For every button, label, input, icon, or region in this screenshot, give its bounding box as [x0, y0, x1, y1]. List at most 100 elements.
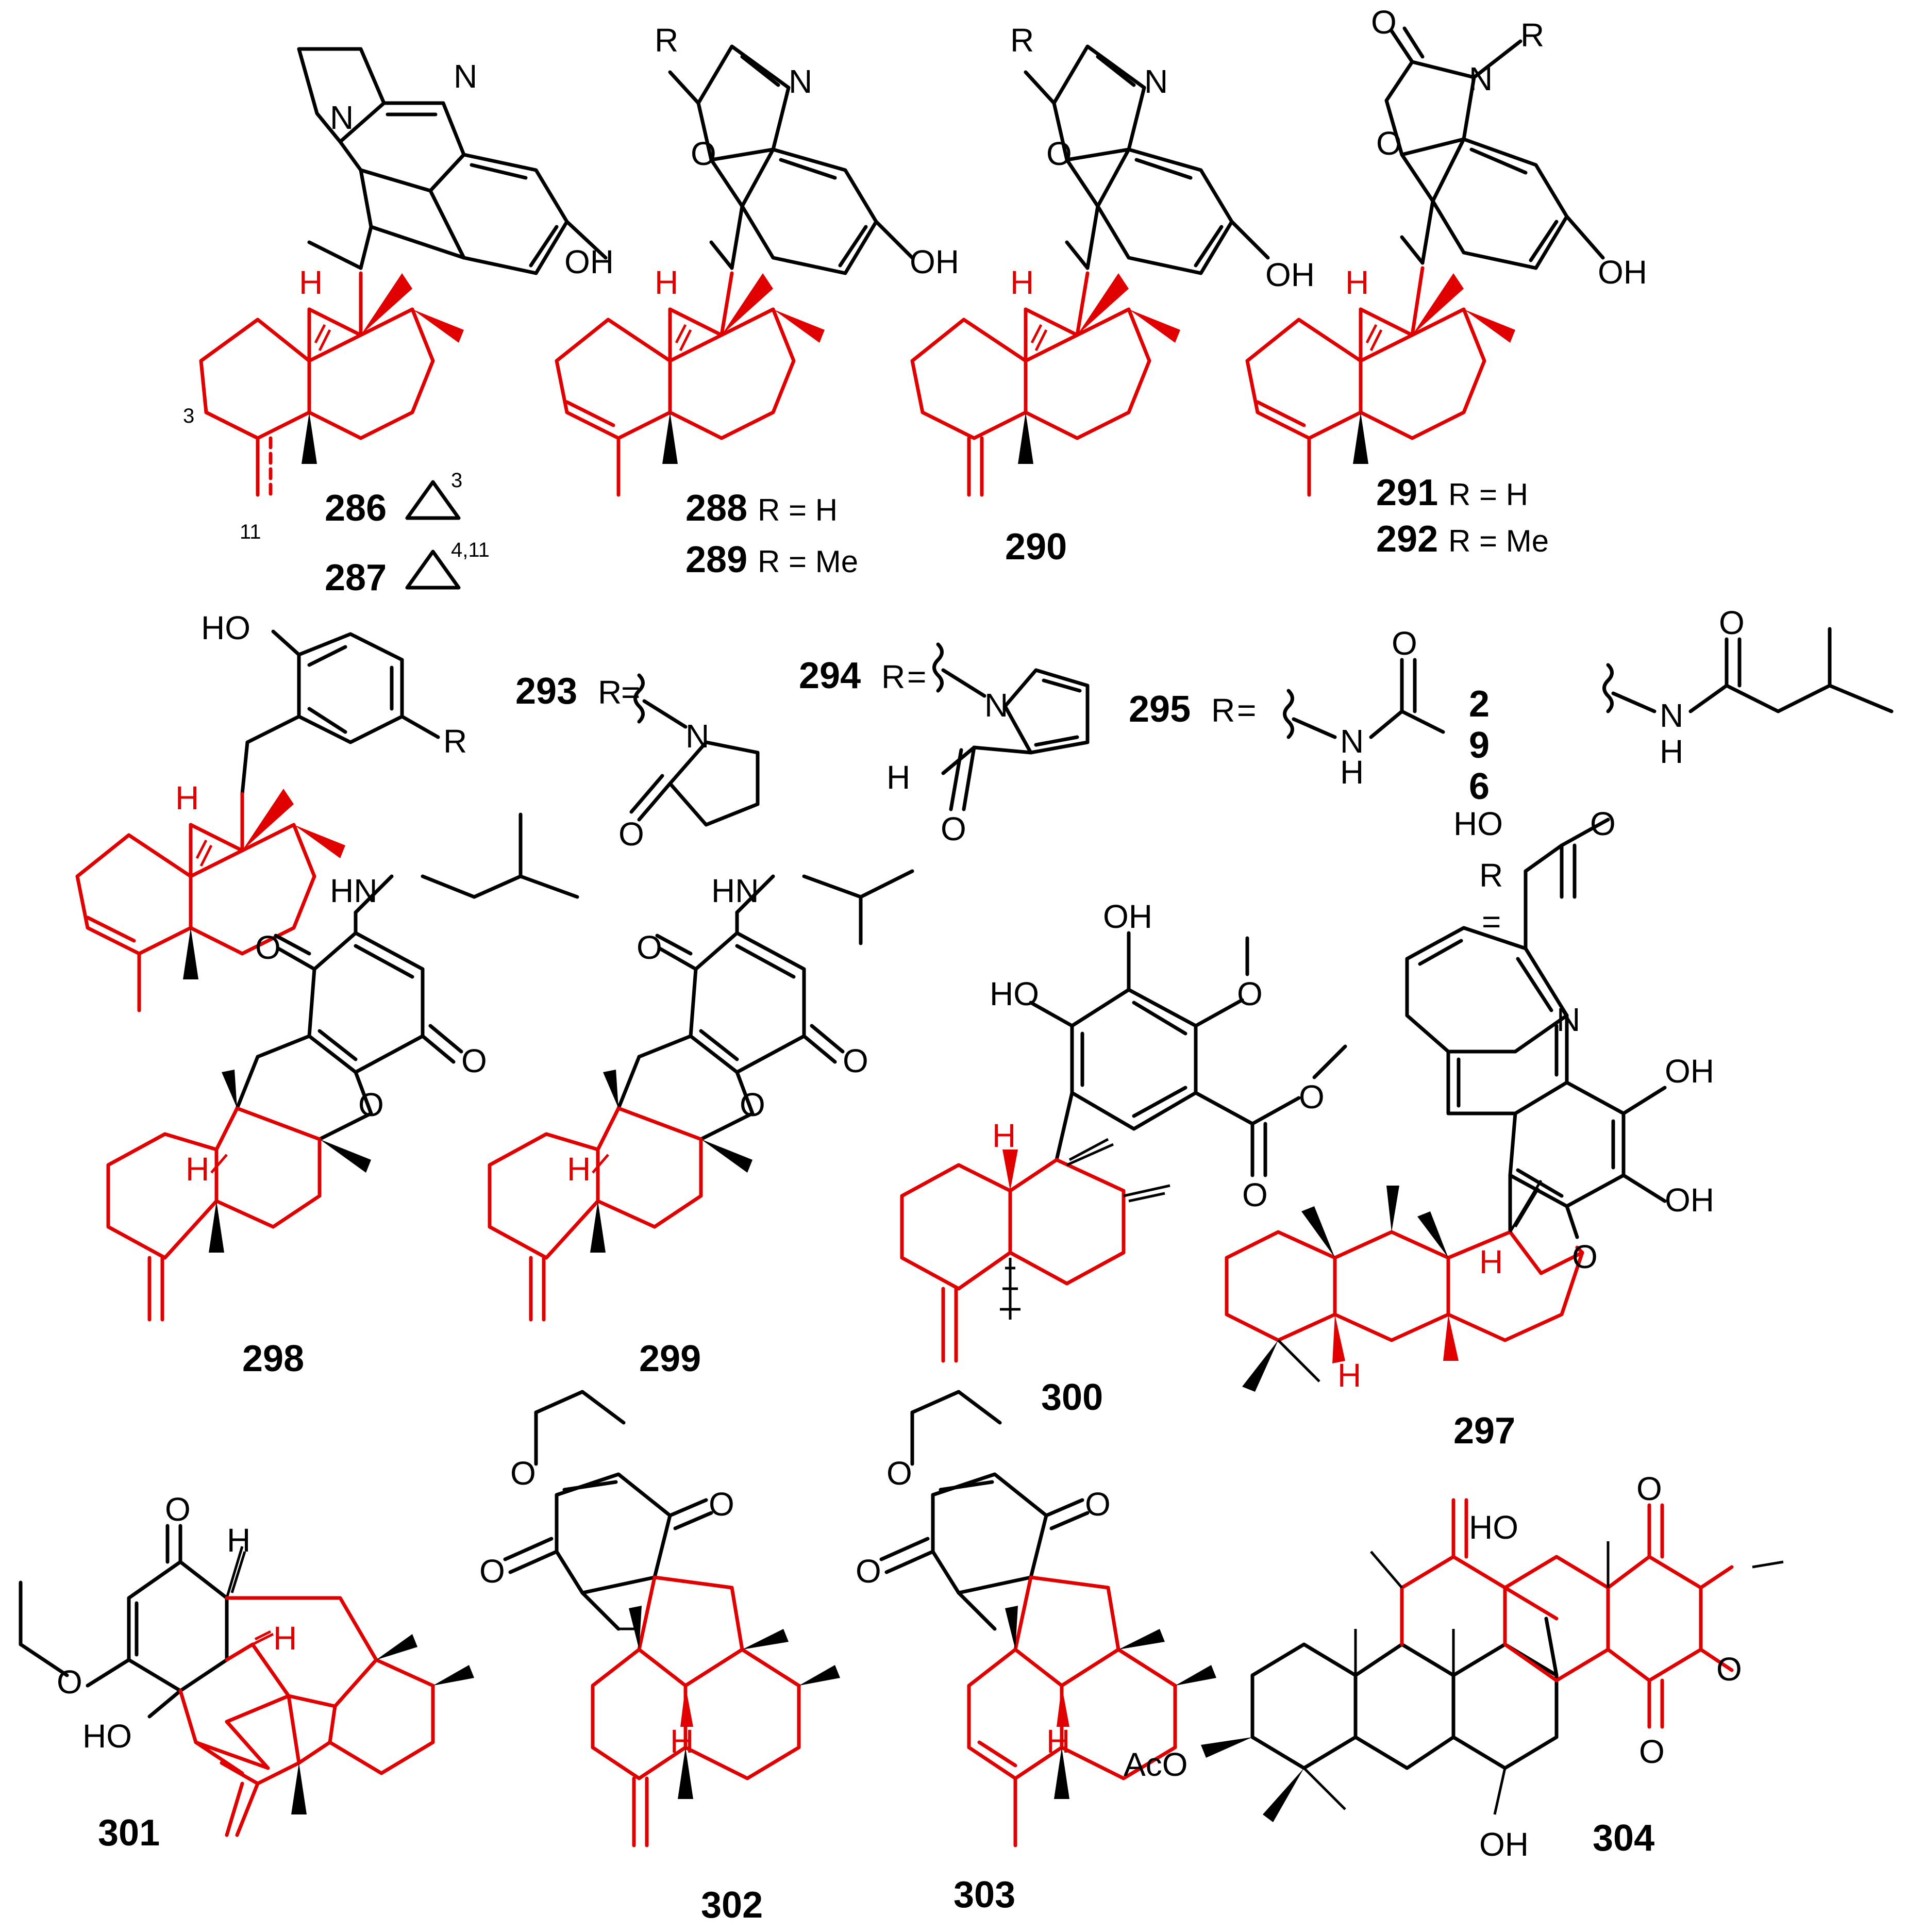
atom-h: H — [992, 1117, 1016, 1154]
structure-295-substituent: 295 R = N H O — [1129, 625, 1445, 791]
compound-label-300: 300 — [1041, 1377, 1103, 1418]
compound-label-digit: 2 — [1469, 684, 1490, 725]
atom-h: H — [299, 264, 323, 301]
structure-301: O H H O HO 301 — [19, 1491, 474, 1854]
atom-h: H — [1479, 1243, 1503, 1280]
atom-n: N — [685, 718, 709, 755]
atom-o: O — [1590, 805, 1616, 842]
compound-label-288: 288 — [685, 488, 747, 529]
compound-label-293: 293 — [515, 671, 577, 712]
atom-o: O — [479, 1553, 505, 1590]
atom-h: H — [1340, 754, 1364, 791]
atom-eq: = — [1482, 903, 1501, 940]
atom-n: N — [1469, 60, 1493, 97]
compound-label-291: 291 — [1376, 472, 1438, 513]
atom-o: O — [1639, 1733, 1665, 1770]
atom-o: O — [510, 1455, 536, 1492]
compound-label-digit: 9 — [1469, 725, 1490, 766]
compound-label-299: 299 — [639, 1338, 701, 1379]
structure-294-substituent: 294 R = N H O — [799, 642, 1090, 847]
atom-ho: HO — [990, 975, 1039, 1012]
atom-eq: = — [1237, 692, 1256, 729]
atom-r: R — [443, 723, 467, 760]
atom-o: O — [709, 1486, 734, 1523]
compound-label-294: 294 — [799, 655, 861, 696]
atom-r: R — [1010, 22, 1034, 59]
atom-h: H — [670, 1723, 694, 1760]
atom-o: O — [1085, 1486, 1111, 1523]
atom-r: R — [1479, 857, 1503, 894]
atom-oh: OH — [1598, 254, 1647, 291]
atom-o: O — [637, 929, 662, 966]
atom-o: O — [1636, 1470, 1662, 1507]
compound-label-290: 290 — [1005, 526, 1067, 568]
atom-oh: OH — [1265, 256, 1315, 293]
atom-o: O — [57, 1663, 82, 1701]
atom-o: O — [255, 929, 281, 966]
atom-o: O — [1392, 625, 1417, 662]
atom-h: H — [1345, 264, 1369, 301]
atom-o: O — [886, 1455, 912, 1492]
structure-288-289: H R N O OH 288 R = H 289 R = Me — [555, 22, 959, 580]
atom-o: O — [1716, 1651, 1742, 1688]
atom-h: H — [655, 264, 678, 301]
atom-r: R — [1520, 16, 1544, 54]
compound-label-292: 292 — [1376, 519, 1438, 560]
atom-r: R — [1211, 692, 1235, 729]
atom-h: H — [1046, 1723, 1070, 1760]
atom-n: N — [984, 687, 1008, 724]
r-definition: R = Me — [1448, 524, 1549, 558]
atom-o: O — [691, 135, 716, 172]
atom-o: O — [1242, 1176, 1268, 1213]
structure-304: O HO O O AcO OH 304 — [1124, 1470, 1784, 1863]
compound-label-295: 295 — [1129, 689, 1191, 730]
atom-o: O — [1719, 604, 1745, 641]
compound-label-303: 303 — [953, 1874, 1015, 1916]
atom-h: H — [886, 759, 910, 796]
locant-11: 11 — [240, 521, 261, 543]
delta-superscript: 4,11 — [451, 539, 490, 561]
atom-h: H — [1660, 733, 1683, 770]
structure-298: H HN O O O 298 — [106, 812, 579, 1379]
structure-302: O O O H 302 — [479, 1390, 840, 1926]
atom-o: O — [1376, 125, 1402, 162]
atom-n: N — [330, 99, 354, 136]
atom-o: O — [165, 1491, 191, 1528]
atom-o: O — [1237, 975, 1263, 1012]
atom-n: N — [1144, 63, 1168, 100]
compound-label-286: 286 — [325, 488, 387, 529]
atom-oh: OH — [1665, 1181, 1714, 1219]
atom-n: N — [1660, 697, 1683, 734]
atom-ho: HO — [82, 1718, 132, 1755]
atom-n: N — [1340, 723, 1364, 760]
atom-o: O — [461, 1042, 487, 1079]
compound-label-digit: 6 — [1469, 766, 1490, 807]
atom-ho: HO — [1469, 1509, 1518, 1546]
compound-label-287: 287 — [325, 557, 387, 598]
delta-superscript: 3 — [451, 469, 462, 492]
atom-r: R — [655, 22, 678, 59]
atom-o: O — [843, 1042, 868, 1079]
atom-ho: HO — [1453, 805, 1503, 842]
atom-h: H — [186, 1151, 209, 1188]
atom-o: O — [856, 1553, 881, 1590]
compound-label-289: 289 — [685, 539, 747, 580]
atom-oh: OH — [1103, 898, 1152, 935]
structure-293-296-core: H HO R — [75, 609, 467, 1012]
structure-293-substituent: 293 R = N O — [515, 671, 760, 853]
atom-o: O — [1046, 135, 1072, 172]
structure-297: HO O R = N OH OH O H H 297 — [1225, 805, 1714, 1452]
atom-o: O — [618, 815, 644, 853]
atom-r: R — [881, 658, 905, 695]
atom-o: O — [740, 1086, 765, 1123]
atom-hn: HN — [330, 872, 377, 909]
structure-291-292: H O R N O OH 291 R = H 292 R = Me — [1245, 4, 1647, 560]
atom-h: H — [567, 1151, 591, 1188]
atom-n: N — [454, 58, 477, 95]
atom-n: N — [789, 63, 812, 100]
atom-h: H — [227, 1522, 250, 1559]
atom-hn: HN — [711, 872, 759, 909]
compound-label-301: 301 — [98, 1812, 160, 1854]
